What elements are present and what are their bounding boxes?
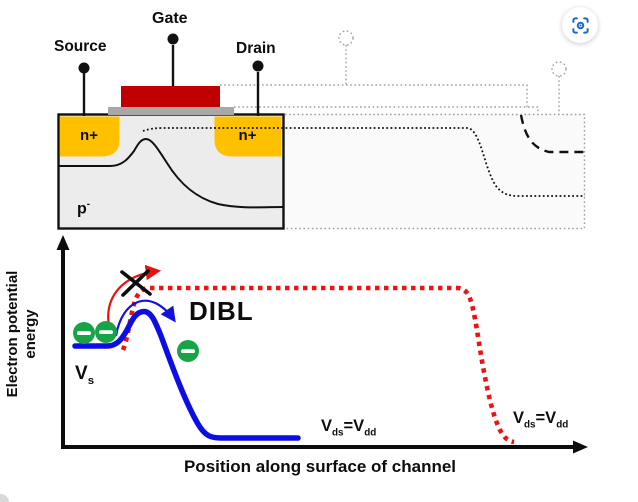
electron-crossing-arrow (114, 299, 176, 337)
vds-red-s2: dd (556, 419, 569, 431)
ghost-gate-outline (220, 84, 528, 107)
gate-oxide (108, 107, 234, 115)
electron-minus (77, 331, 91, 335)
source-label: Source (54, 38, 107, 55)
electron-minus (99, 330, 113, 334)
electron-icon (177, 340, 199, 362)
n-plus-drain-label: n+ (238, 127, 257, 144)
junction-depth-dotted-line (142, 127, 585, 197)
x-axis-label: Position along surface of channel (183, 457, 457, 476)
y-axis-arrowhead (56, 235, 70, 250)
tall-barrier-dotted-curve (120, 285, 515, 445)
gate-electrode (121, 86, 220, 107)
vs-main: V (75, 363, 88, 384)
substrate-label-main: p (77, 200, 87, 218)
y-axis-label-line1: Electron potential (4, 270, 21, 398)
screen-capture-button[interactable] (562, 7, 598, 43)
y-axis-label: Electron potential energy (4, 229, 40, 439)
ghost-drain-terminal (551, 61, 567, 77)
substrate-label: p- (77, 199, 90, 218)
screen-capture-icon (571, 16, 589, 34)
vds-red-s1: ds (524, 419, 536, 431)
gate-contact-dot (167, 33, 179, 45)
drain-contact-dot (252, 60, 264, 72)
x-mark-stroke-2 (121, 269, 150, 297)
page-corner-decoration (0, 494, 9, 502)
x-axis-arrowhead (573, 440, 588, 454)
vds-label-blue-curve: Vds=Vdd (321, 417, 376, 438)
vds-red-v1: V (513, 409, 525, 427)
electron-group (73, 321, 199, 362)
gate-label: Gate (152, 10, 188, 27)
vds-blue-v2: =V (343, 417, 365, 435)
ghost-drain-depletion-dashed (519, 114, 586, 154)
lowered-barrier-curve (72, 308, 301, 441)
terminal-leads (82, 45, 260, 116)
substrate-label-sup: - (86, 199, 91, 210)
ghost-gate-terminal (338, 30, 354, 46)
x-mark-stroke-1 (120, 270, 152, 296)
vs-sub: s (87, 374, 95, 387)
vds-label-red-curve: Vds=Vdd (513, 409, 568, 430)
electron-icon (73, 322, 95, 344)
electron-minus (181, 349, 195, 353)
y-axis-label-line2: energy (22, 309, 39, 359)
vs-label: Vs (75, 363, 94, 387)
vds-blue-s1: ds (332, 427, 344, 439)
n-plus-source-label: n+ (80, 127, 98, 144)
blocked-path-arrow (107, 264, 162, 332)
source-contact-dot (78, 62, 90, 74)
vds-blue-v1: V (321, 417, 333, 435)
vds-blue-s2: dd (364, 427, 377, 439)
vds-red-v2: =V (535, 409, 557, 427)
blocked-x-mark (120, 269, 152, 297)
ghost-body-fill (285, 114, 585, 229)
dibl-annotation: DIBL (189, 296, 254, 326)
ghost-oxide-outline (234, 106, 539, 114)
drain-label: Drain (236, 40, 276, 57)
electron-icon (95, 321, 117, 343)
ghost-body-outline (285, 113, 586, 230)
depletion-boundary-curve (59, 137, 284, 209)
